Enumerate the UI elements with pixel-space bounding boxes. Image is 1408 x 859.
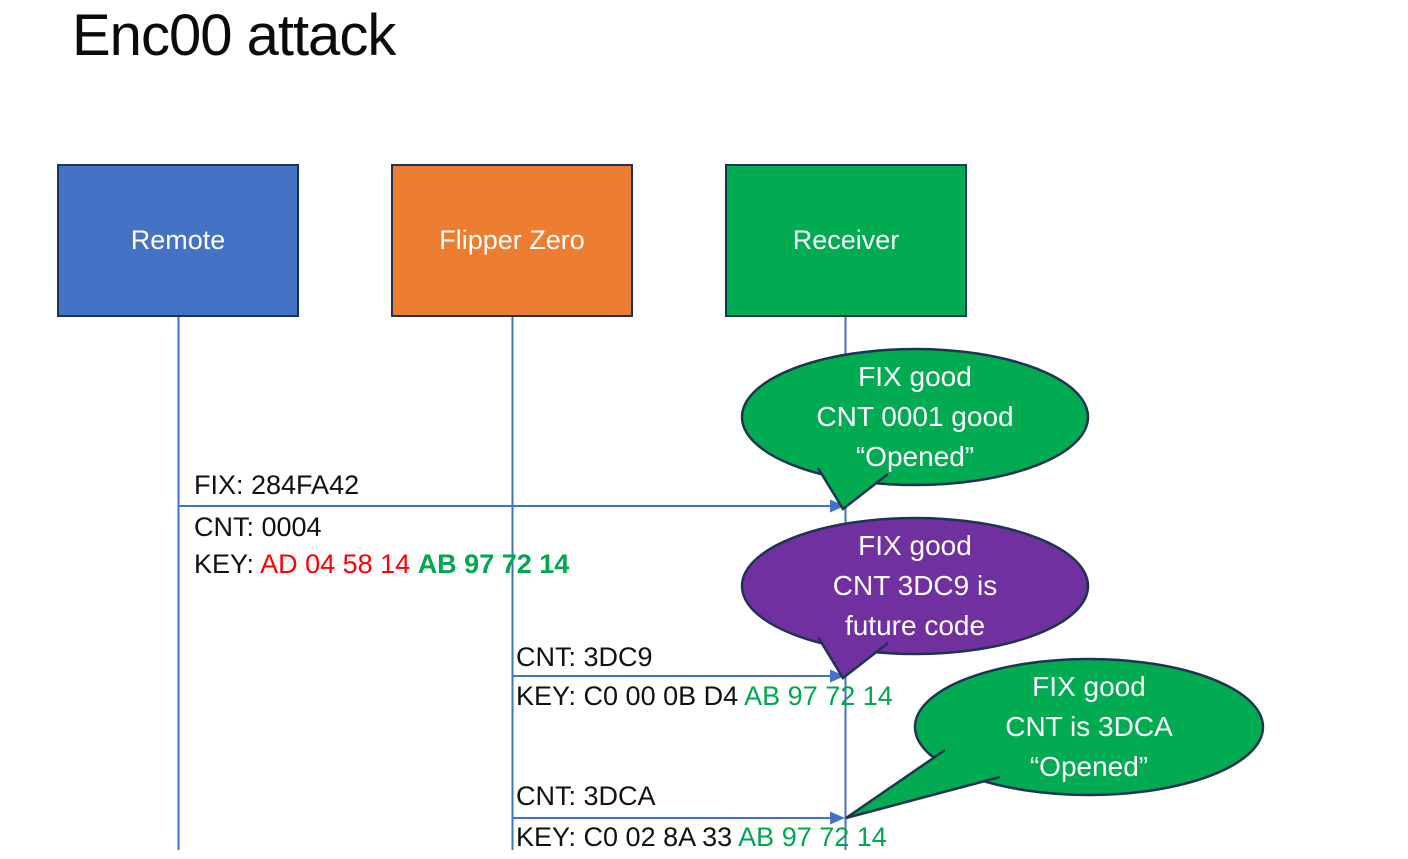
actor-label-flipper-zero: Flipper Zero (439, 225, 585, 255)
callout-1-text: FIX good CNT 0001 good “Opened” (755, 357, 1075, 477)
callout-line: “Opened” (1029, 751, 1149, 782)
key-prefix: KEY: C0 02 8A 33 (516, 822, 739, 852)
key-changing-part: AD 04 58 14 (260, 549, 418, 579)
message-arrow-1 (179, 499, 845, 513)
key-fixed-part: AB 97 72 14 (738, 822, 887, 852)
message-1-fix-line: FIX: 284FA42 (194, 470, 359, 500)
actor-box-receiver: Receiver (725, 164, 967, 317)
callout-tail (816, 636, 889, 680)
actor-box-remote: Remote (57, 164, 299, 317)
actor-label-remote: Remote (130, 225, 226, 255)
callout-line: FIX good (858, 361, 972, 392)
callout-2-text: FIX good CNT 3DC9 is future code (755, 526, 1075, 646)
callout-bubble-3 (845, 657, 1265, 820)
message-3-key-line: KEY: C0 02 8A 33 AB 97 72 14 (516, 822, 887, 852)
cnt-value: CNT: 3DC9 (516, 642, 653, 672)
arrowhead-icon (830, 669, 845, 683)
page-title: Enc00 attack (72, 3, 396, 68)
message-arrow-2 (513, 669, 845, 683)
callout-line: FIX good (1032, 671, 1146, 702)
cnt-value: CNT: 0004 (194, 512, 322, 542)
message-2-cnt-line: CNT: 3DC9 (516, 642, 653, 672)
key-fixed-part: AB 97 72 14 (417, 549, 570, 579)
callout-line: CNT 3DC9 is (832, 570, 998, 601)
callout-line: future code (844, 610, 986, 641)
callout-line: “Opened” (855, 441, 975, 472)
key-prefix: KEY: C0 00 0B D4 (516, 681, 745, 711)
message-1-key-line: KEY: AD 04 58 14 AB 97 72 14 (194, 549, 569, 579)
fix-value: FIX: 284FA42 (194, 470, 360, 500)
callout-tail (816, 467, 889, 511)
cnt-value: CNT: 3DCA (516, 781, 656, 811)
message-2-key-line: KEY: C0 00 0B D4 AB 97 72 14 (516, 681, 893, 711)
callout-line: CNT 0001 good (816, 401, 1014, 432)
message-arrow-3 (513, 811, 845, 825)
message-1-cnt-line: CNT: 0004 (194, 512, 322, 542)
callout-line: FIX good (858, 530, 972, 561)
arrowhead-icon (830, 499, 845, 513)
callout-line: CNT is 3DCA (1005, 711, 1173, 742)
message-3-cnt-line: CNT: 3DCA (516, 781, 656, 811)
key-prefix: KEY: (194, 549, 261, 579)
actor-label-receiver: Receiver (792, 225, 900, 255)
actor-box-flipper-zero: Flipper Zero (391, 164, 633, 317)
callout-bubble-2 (740, 516, 1090, 680)
arrowhead-icon (830, 811, 845, 825)
key-fixed-part: AB 97 72 14 (744, 681, 893, 711)
callout-3-text: FIX good CNT is 3DCA “Opened” (929, 667, 1249, 787)
callout-tail (845, 748, 1001, 820)
callout-bubble-1 (740, 347, 1090, 511)
